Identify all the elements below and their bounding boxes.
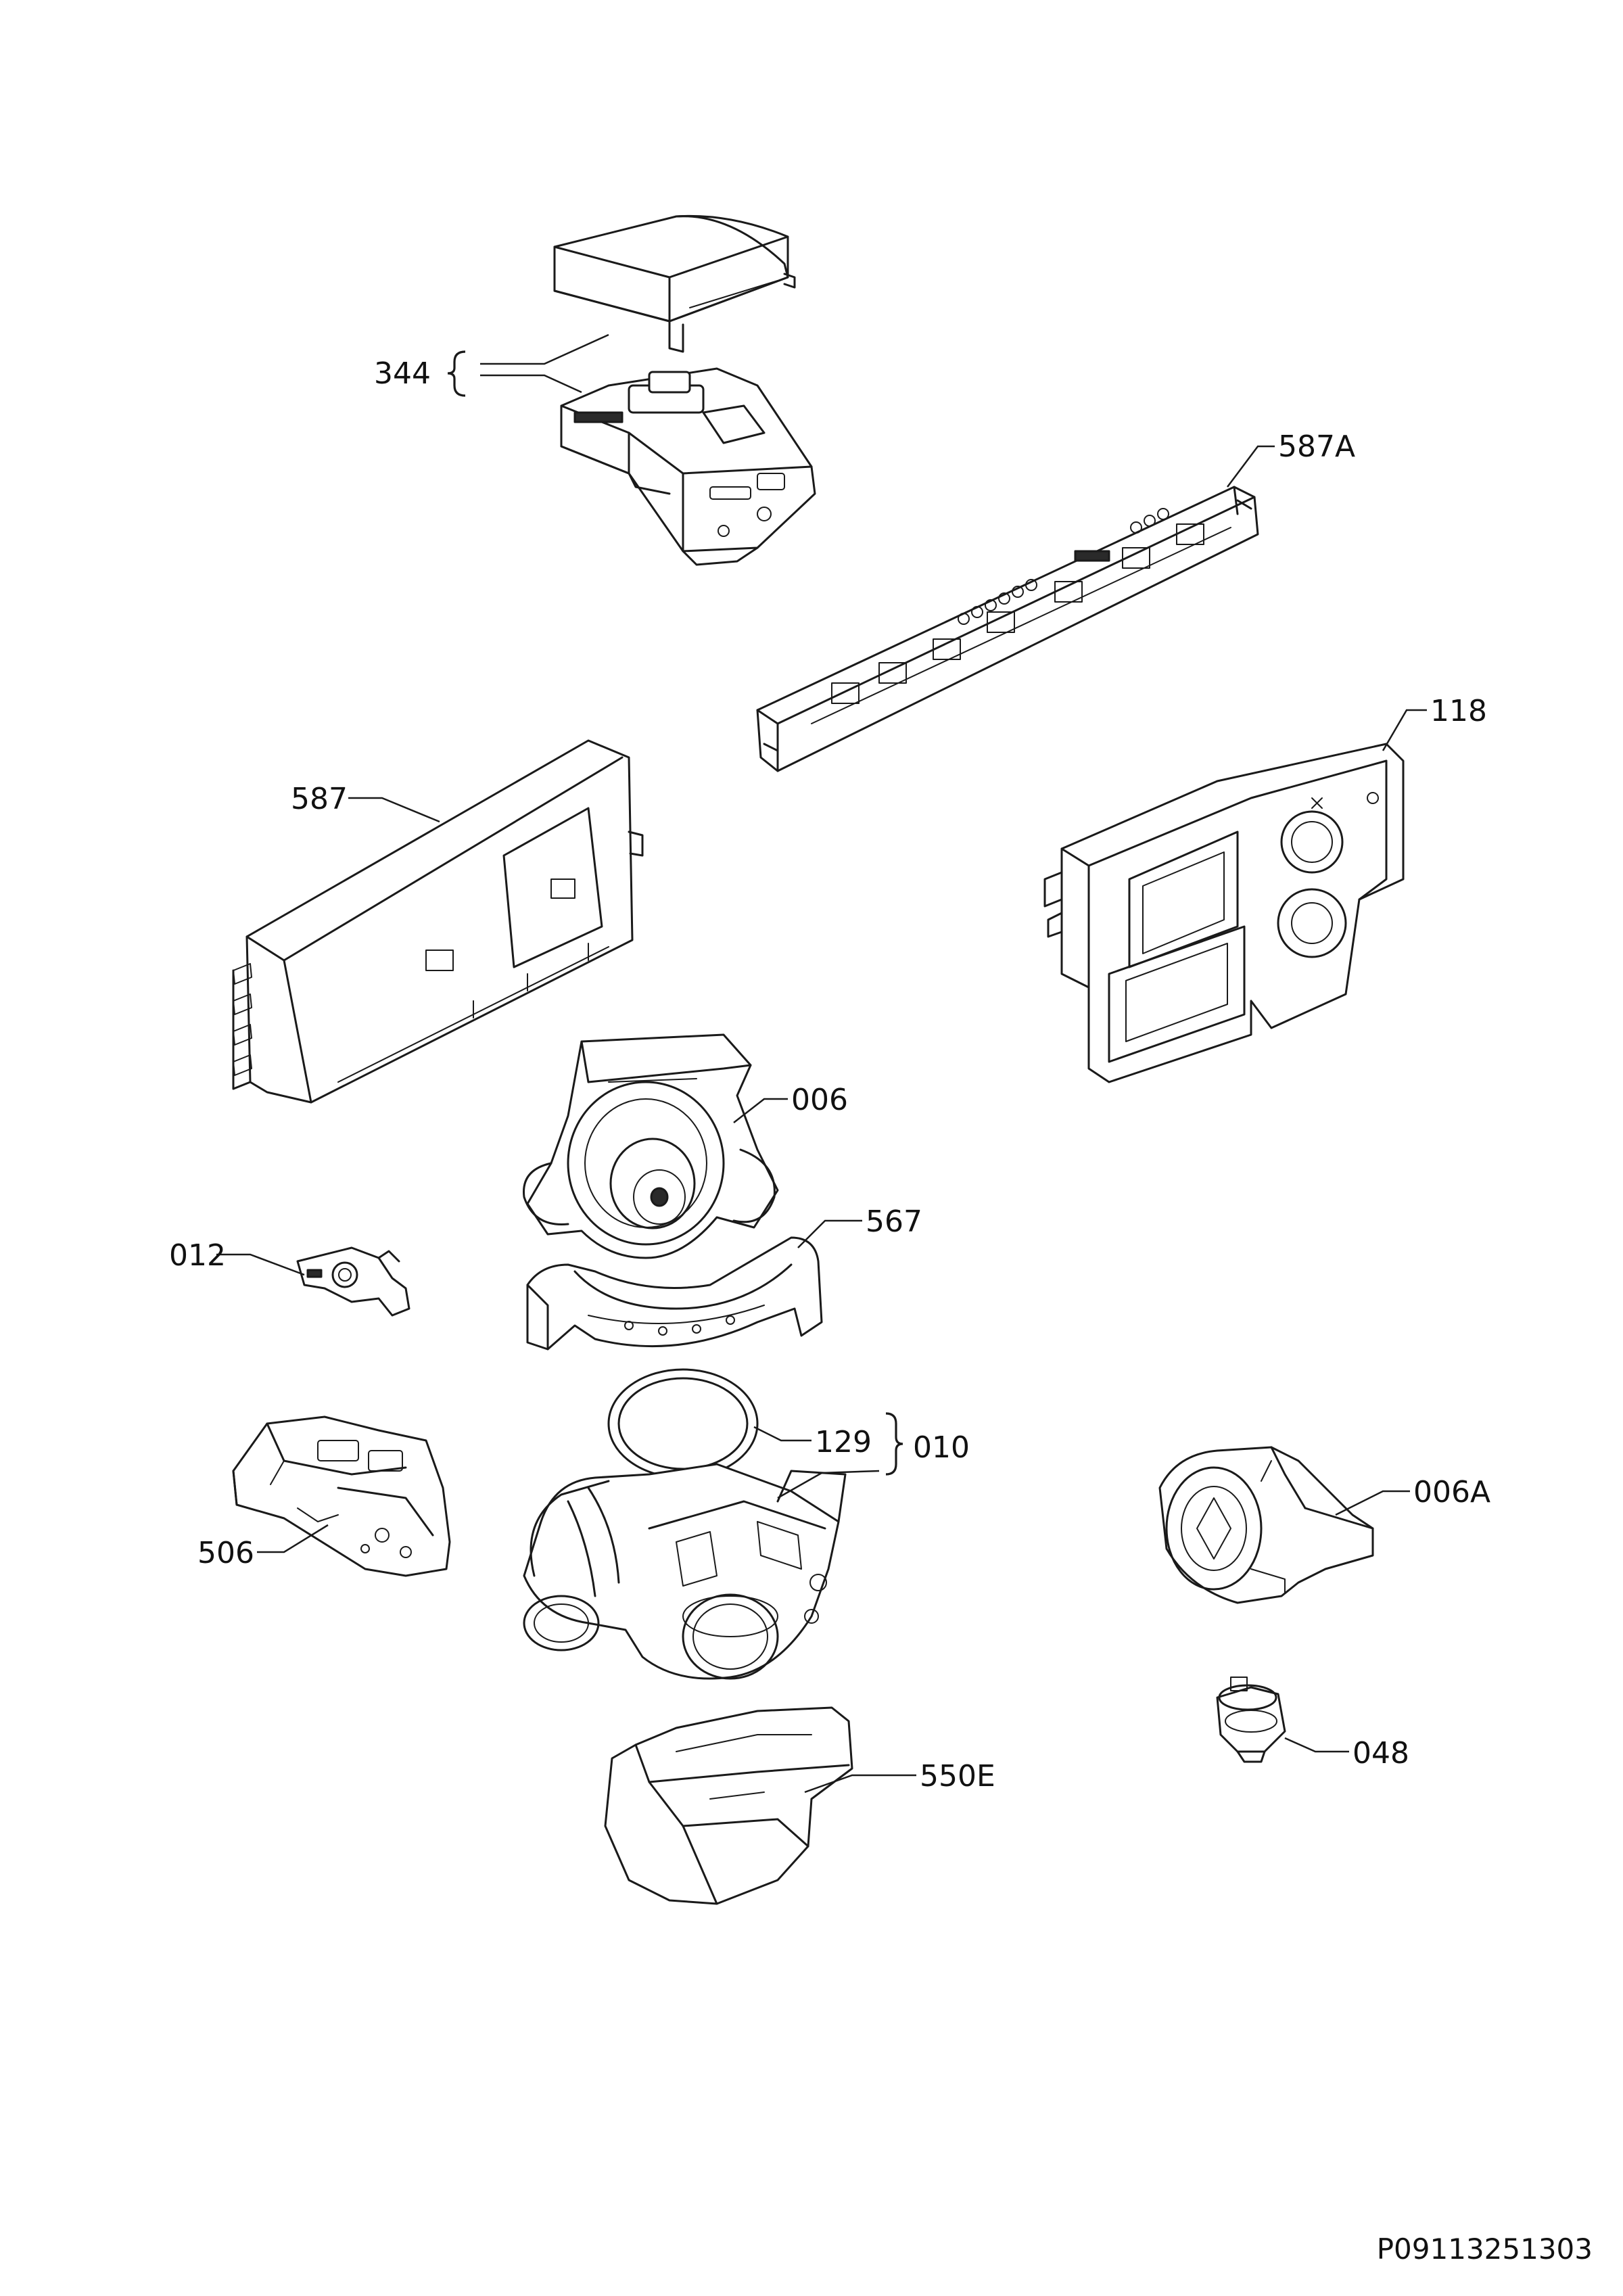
label-012: 012: [169, 1238, 226, 1273]
leader-550E: [804, 1774, 916, 1794]
part-344-module-cover: [553, 214, 796, 353]
part-118-dispenser: [1043, 743, 1405, 1083]
part-550E-cover: [604, 1706, 853, 1905]
label-506: 506: [197, 1536, 254, 1570]
part-006-pump-head: [523, 1033, 779, 1259]
document-id: P09113251303: [1377, 2232, 1593, 2266]
label-048: 048: [1352, 1736, 1409, 1771]
leader-567: [797, 1219, 862, 1248]
part-129-seal-ring: [607, 1368, 759, 1479]
part-506-sump: [232, 1415, 451, 1577]
label-010: 010: [913, 1430, 970, 1465]
label-344: 344: [374, 356, 431, 391]
part-587-electronic-board: [232, 739, 644, 1104]
label-129: 129: [815, 1425, 872, 1459]
leader-006A: [1335, 1490, 1410, 1516]
leader-506: [257, 1524, 329, 1553]
part-012-sensor: [296, 1246, 410, 1317]
brace-344: [447, 350, 466, 397]
leader-010: [777, 1470, 880, 1499]
part-344-electronic-module: [560, 367, 816, 566]
leader-118: [1382, 709, 1427, 751]
part-010-circulation-pump: [523, 1463, 847, 1680]
label-587A: 587A: [1278, 429, 1355, 464]
leader-344-b: [480, 374, 582, 394]
leader-006: [733, 1098, 788, 1123]
part-006A-drain-pump: [1158, 1446, 1374, 1604]
leader-344-a: [480, 333, 609, 365]
part-567-bracket: [526, 1236, 823, 1351]
label-567: 567: [866, 1204, 922, 1239]
label-550E: 550E: [920, 1759, 995, 1794]
leader-012: [216, 1253, 305, 1276]
label-587: 587: [291, 782, 348, 816]
leader-048: [1284, 1737, 1349, 1753]
leader-587A: [1227, 445, 1275, 488]
brace-010: [885, 1412, 903, 1476]
part-587A-control-panel: [756, 486, 1259, 772]
leader-587: [348, 797, 440, 823]
label-006: 006: [791, 1083, 848, 1117]
leader-129: [753, 1426, 812, 1442]
label-006A: 006A: [1413, 1475, 1490, 1509]
part-048-sensor: [1216, 1677, 1286, 1763]
label-118: 118: [1430, 694, 1487, 728]
